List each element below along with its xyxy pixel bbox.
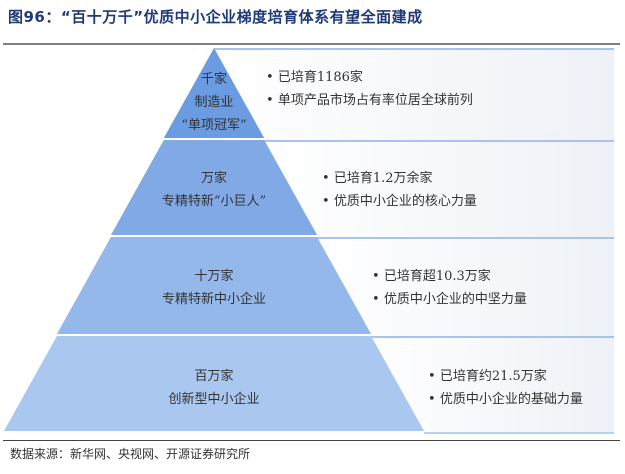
tier-1-line: 制造业 (194, 95, 234, 110)
pyramid-tier-2 (110, 140, 318, 235)
tier-4-line: 创新型中小企业 (168, 392, 260, 407)
bullet-item: 已培育超10.3万家 (372, 265, 527, 288)
tier-4-label: 百万家 创新型中小企业 (168, 365, 259, 411)
pyramid-tier-1 (163, 48, 265, 138)
figure-title: 图96：“百十万千”优质中小企业梯度培育体系有望全面建成 (8, 8, 423, 26)
tier-3-line: 十万家 (194, 269, 234, 284)
source-divider (3, 440, 620, 441)
tier-1-line: 千家 (200, 72, 228, 87)
tier-2-bullets: 已培育1.2万余家 优质中小企业的核心力量 (322, 167, 477, 213)
tier-2-line: 万家 (200, 171, 228, 186)
bullet-item: 已培育1186家 (266, 66, 473, 89)
tier-1-line: “单项冠军” (181, 118, 247, 133)
tier-4-line: 百万家 (194, 369, 234, 384)
tier-2-line: 专精特新“小巨人” (161, 194, 267, 209)
bullet-item: 已培育约21.5万家 (428, 365, 583, 388)
bullet-item: 已培育1.2万余家 (322, 167, 477, 190)
bullet-item: 优质中小企业的核心力量 (322, 190, 477, 213)
source-note: 数据来源：新华网、央视网、开源证券研究所 (10, 447, 251, 461)
tier-1-bullets: 已培育1186家 单项产品市场占有率位居全球前列 (266, 66, 473, 112)
tier-2-label: 万家 专精特新“小巨人” (162, 167, 266, 213)
bullet-item: 优质中小企业的基础力量 (428, 388, 583, 411)
bullet-item: 优质中小企业的中坚力量 (372, 288, 527, 311)
title-divider (3, 43, 620, 45)
tier-3-label: 十万家 专精特新中小企业 (162, 265, 266, 311)
bullet-item: 单项产品市场占有率位居全球前列 (266, 89, 473, 112)
tier-3-bullets: 已培育超10.3万家 优质中小企业的中坚力量 (372, 265, 527, 311)
tier-1-label: 千家 制造业 “单项冠军” (181, 68, 246, 137)
tier-4-bullets: 已培育约21.5万家 优质中小企业的基础力量 (428, 365, 583, 411)
tier-3-line: 专精特新中小企业 (161, 292, 267, 307)
pyramid-tier-4 (4, 336, 424, 431)
pyramid-tier-3 (56, 237, 372, 334)
